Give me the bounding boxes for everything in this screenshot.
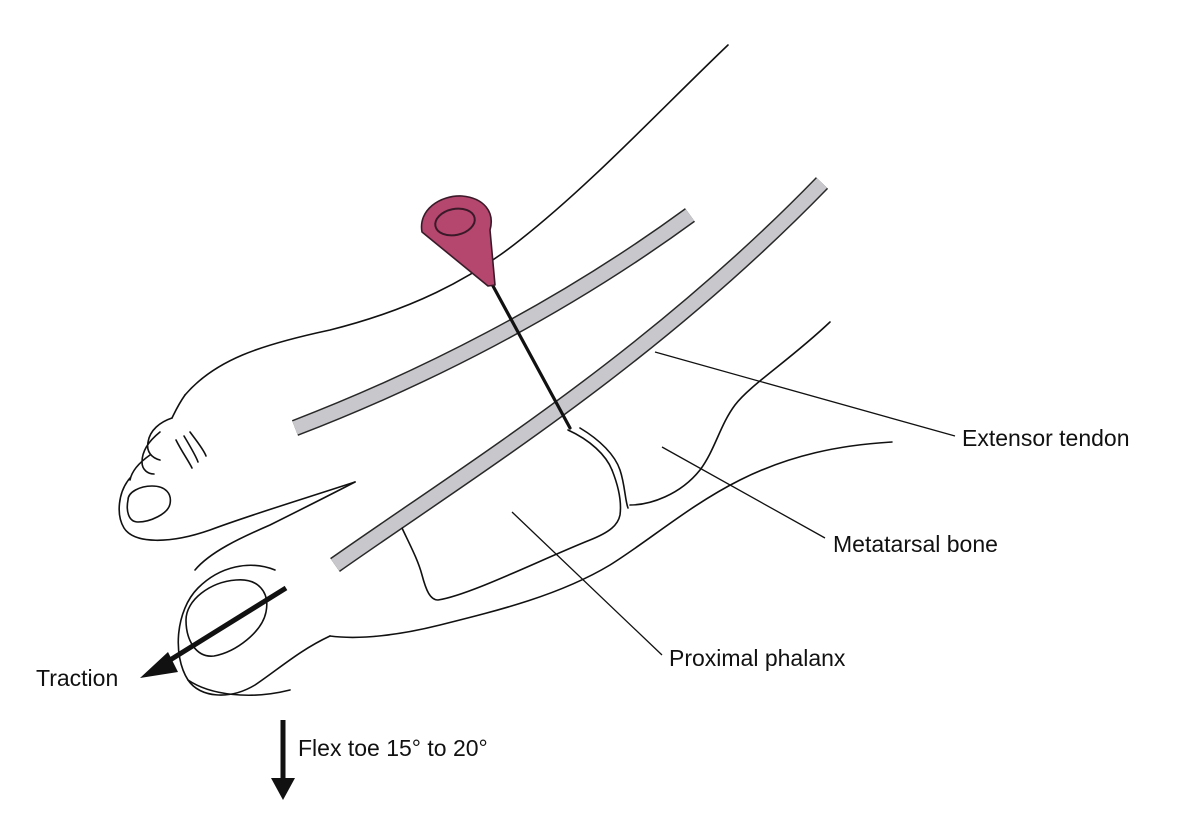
- needle-hub-opening: [434, 207, 476, 237]
- interdigital-space: [194, 481, 356, 571]
- leader-extensor-tendon: [654, 351, 956, 437]
- flex-arrow-icon: [271, 720, 295, 800]
- shin-outline: [184, 44, 729, 396]
- leader-metatarsal-bone: [661, 446, 826, 539]
- extensor-tendon-lesser: [291, 208, 696, 436]
- front-dorsum: [629, 321, 831, 506]
- label-proximal-phalanx: Proximal phalanx: [669, 645, 846, 671]
- metatarsal-outline: [579, 427, 629, 509]
- label-traction: Traction: [36, 665, 118, 691]
- back-foot-top: [171, 394, 186, 419]
- toe-creases: [175, 431, 207, 469]
- big-toe-lower: [187, 679, 291, 696]
- label-flex-toe: Flex toe 15° to 20°: [298, 735, 488, 761]
- leader-lines: [511, 351, 956, 656]
- label-metatarsal-bone: Metatarsal bone: [833, 531, 998, 557]
- back-toenail: [126, 485, 172, 523]
- label-extensor-tendon: Extensor tendon: [962, 425, 1130, 451]
- front-big-toe: [177, 564, 331, 696]
- needle: [420, 195, 572, 430]
- tendons: [291, 177, 829, 572]
- needle-shaft: [491, 284, 572, 430]
- joint-line: [567, 429, 613, 471]
- phalanx-outline: [401, 469, 622, 601]
- traction-arrow-icon: [140, 585, 288, 678]
- front-toenail: [185, 579, 268, 657]
- back-big-toe: [118, 477, 356, 542]
- lesser-toes: [129, 417, 173, 481]
- front-sole: [329, 441, 893, 639]
- leader-proximal-phalanx: [511, 511, 663, 656]
- foot-illustration: [118, 44, 893, 696]
